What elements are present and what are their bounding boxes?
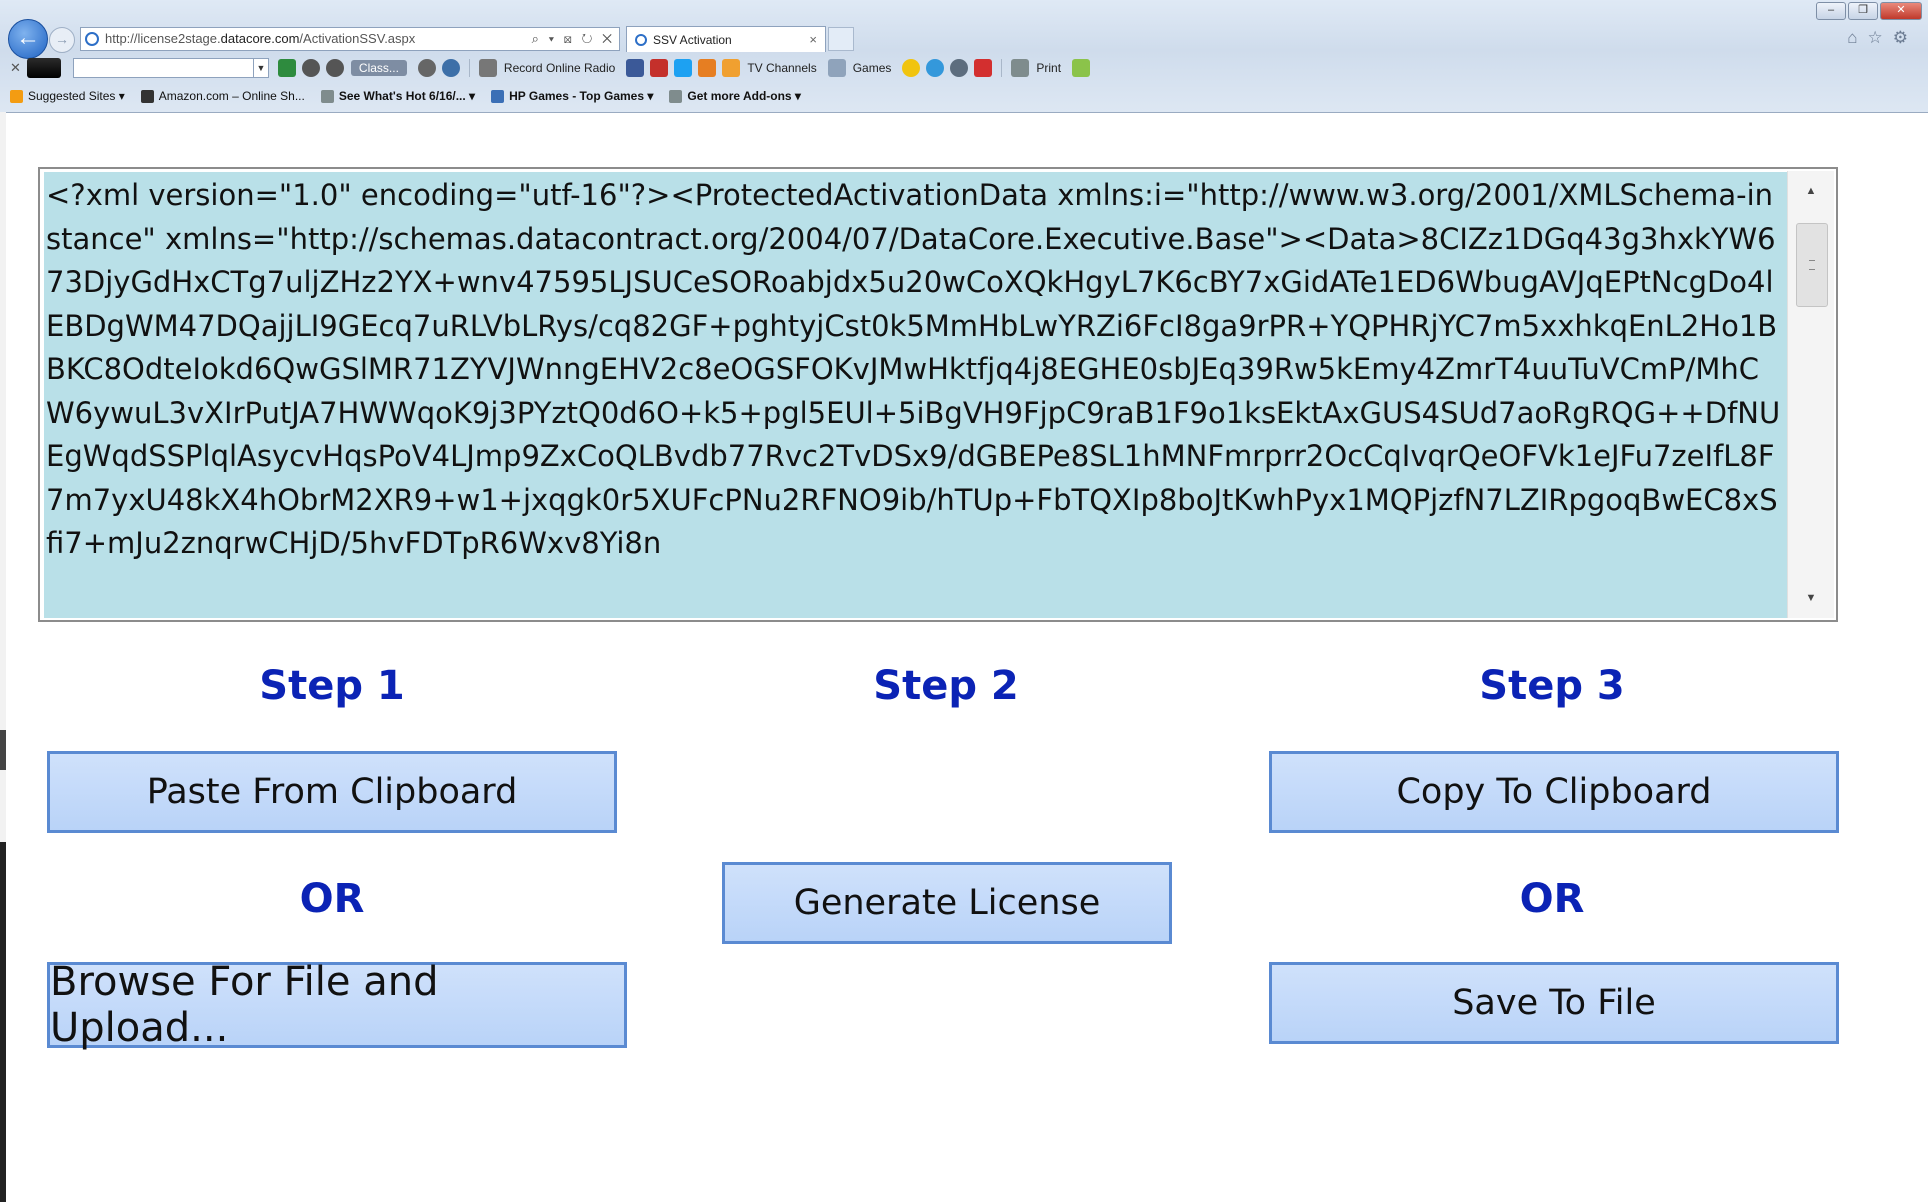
facebook-icon[interactable]	[626, 59, 645, 77]
browser-chrome: ← → http://license2stage.datacore.com/Ac…	[0, 0, 1928, 113]
restore-icon[interactable]: ❐	[1848, 2, 1878, 20]
page-icon	[491, 89, 505, 103]
youtube-icon[interactable]	[650, 59, 669, 77]
generate-license-button[interactable]: Generate License	[722, 862, 1172, 944]
scroll-down-arrow-icon[interactable]: ▼	[1805, 592, 1817, 604]
step-3-heading: Step 3	[1479, 663, 1625, 709]
weather-icon[interactable]	[950, 59, 969, 77]
window-left-edge	[0, 112, 6, 1202]
chat-icon[interactable]	[926, 59, 945, 77]
new-tab-button[interactable]	[828, 27, 854, 51]
star-icon	[10, 89, 23, 103]
textarea-scrollbar[interactable]: ▲ ▼	[1787, 171, 1834, 618]
toolbar-logo-icon[interactable]	[26, 58, 61, 78]
classic-dropdown[interactable]: Class...	[350, 60, 407, 76]
paste-from-clipboard-button[interactable]: Paste From Clipboard	[47, 751, 617, 833]
address-url: http://license2stage.datacore.com/Activa…	[105, 31, 416, 46]
tab-title: SSV Activation	[653, 33, 732, 47]
page-icon	[669, 89, 683, 103]
home-favorites-tools-icons[interactable]: ⌂☆⚙	[1847, 28, 1918, 47]
toolbar-search-input[interactable]: ▼	[72, 58, 269, 78]
print-button[interactable]: Print	[1036, 61, 1062, 75]
step-1-heading: Step 1	[259, 663, 405, 709]
tab-ssv-activation[interactable]: SSV Activation ×	[626, 26, 826, 52]
activation-xml-text[interactable]: <?xml version="1.0" encoding="utf-16"?><…	[44, 172, 1788, 618]
save-to-file-button[interactable]: Save To File	[1269, 962, 1839, 1044]
copy-to-clipboard-button[interactable]: Copy To Clipboard	[1269, 751, 1839, 833]
cb-icon[interactable]	[974, 59, 993, 77]
scroll-thumb[interactable]	[1796, 223, 1828, 307]
close-tab-icon[interactable]: ×	[809, 32, 817, 47]
address-tools-icons[interactable]: ⌕ ▾ ⊠ ↻ ✕	[531, 31, 615, 46]
games-menu[interactable]: Games	[852, 61, 892, 75]
or-separator-right: OR	[1519, 876, 1585, 922]
tv-icon	[722, 59, 741, 77]
toolbar-separator	[468, 59, 470, 77]
favorite-suggested-sites[interactable]: Suggested Sites ▾	[10, 89, 125, 103]
search-go-icon[interactable]	[277, 59, 296, 77]
page-icon[interactable]	[1072, 59, 1091, 77]
media-control-icon[interactable]	[417, 59, 436, 77]
activation-data-textarea[interactable]: <?xml version="1.0" encoding="utf-16"?><…	[38, 167, 1838, 622]
favorite-amazon[interactable]: Amazon.com – Online Sh...	[140, 89, 305, 103]
browse-for-file-button[interactable]: Browse For File and Upload...	[47, 959, 627, 1051]
tv-channels-menu[interactable]: TV Channels	[747, 61, 817, 75]
twitter-icon[interactable]	[674, 59, 693, 77]
chevron-down-icon[interactable]: ▼	[252, 59, 268, 77]
printer-icon	[1011, 59, 1030, 77]
amazon-icon	[140, 89, 154, 103]
favorite-hp-games[interactable]: HP Games - Top Games ▾	[491, 89, 653, 103]
smiley-icon[interactable]	[902, 59, 921, 77]
tab-page-icon	[635, 34, 647, 46]
rss-icon[interactable]	[698, 59, 717, 77]
favorites-bar: Suggested Sites ▾ Amazon.com – Online Sh…	[10, 86, 1920, 106]
record-online-radio-button[interactable]: Record Online Radio	[503, 61, 616, 75]
toolbar-separator	[1001, 59, 1003, 77]
media-prev-icon[interactable]	[301, 59, 320, 77]
toolbar-close-icon[interactable]: ✕	[10, 60, 21, 75]
radio-icon	[478, 59, 497, 77]
games-icon	[827, 59, 846, 77]
or-separator-left: OR	[299, 876, 365, 922]
address-bar[interactable]: http://license2stage.datacore.com/Activa…	[80, 27, 620, 51]
addon-toolbar: ✕ ▼ Class... Record Online Radio TV Chan…	[10, 56, 1920, 80]
scroll-up-arrow-icon[interactable]: ▲	[1805, 185, 1817, 197]
radio-dial-icon[interactable]	[441, 59, 460, 77]
step-2-heading: Step 2	[873, 663, 1019, 709]
favorite-whats-hot[interactable]: See What's Hot 6/16/... ▾	[320, 89, 475, 103]
minimize-icon[interactable]: –	[1816, 2, 1846, 20]
forward-arrow-icon[interactable]: →	[49, 27, 75, 53]
window-controls: – ❐ ✕	[1814, 2, 1922, 20]
back-arrow-icon[interactable]: ←	[8, 19, 48, 59]
media-next-icon[interactable]	[325, 59, 344, 77]
favorite-get-addons[interactable]: Get more Add-ons ▾	[669, 89, 801, 103]
window-close-icon[interactable]: ✕	[1880, 2, 1922, 20]
page-icon	[320, 89, 334, 103]
page-globe-icon	[85, 32, 99, 46]
